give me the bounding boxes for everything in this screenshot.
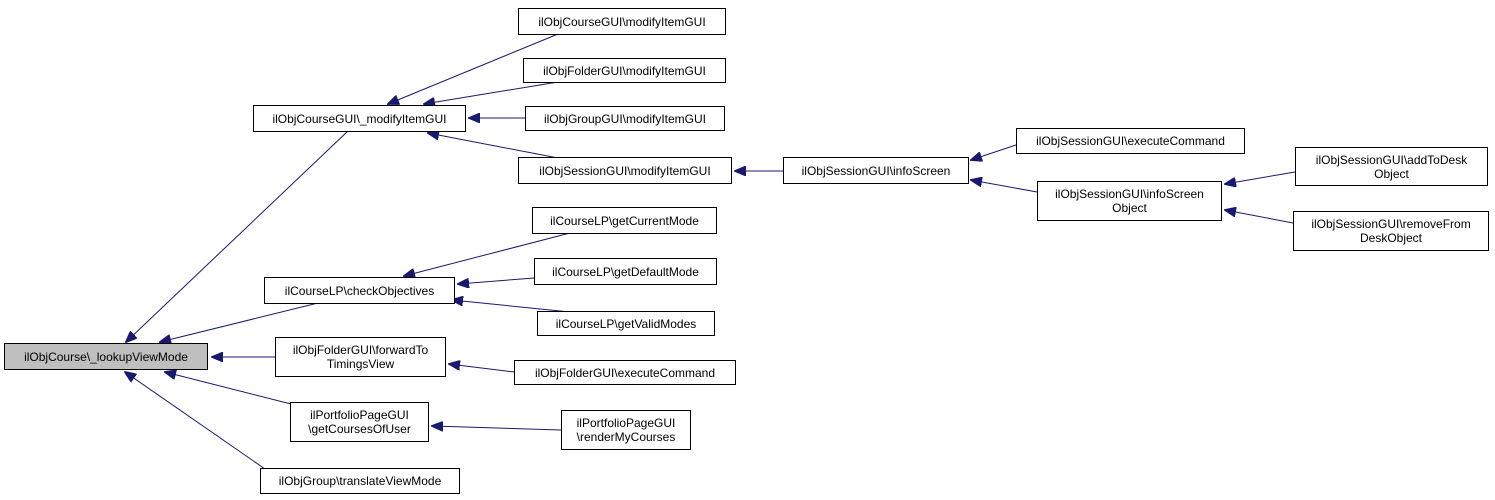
node-label: ilObjGroupGUI\modifyItemGUI	[543, 111, 707, 126]
node-ilportfoliopagegui-getcoursesofuser[interactable]: ilPortfolioPageGUI \getCoursesOfUser	[290, 402, 429, 442]
node-ilcourselp-getvalidmodes[interactable]: ilCourseLP\getValidModes	[537, 311, 715, 336]
node-label: ilCourseLP\checkObjectives	[284, 283, 435, 298]
node-label: ilObjFolderGUI\executeCommand	[534, 365, 716, 380]
edge-n6-to-n1	[388, 33, 559, 104]
edge-n4-to-n0	[165, 372, 296, 406]
node-ilobjsessiongui-removefromdeskobject[interactable]: ilObjSessionGUI\removeFrom DeskObject	[1293, 211, 1489, 251]
node-label: ilPortfolioPageGUI \renderMyCourses	[576, 416, 676, 444]
edge-n19-to-n17	[1225, 210, 1294, 224]
node-ilcourselp-getdefaultmode[interactable]: ilCourseLP\getDefaultMode	[534, 258, 717, 285]
edge-n12-to-n2	[452, 300, 571, 313]
edge-n2-to-n0	[160, 302, 319, 342]
node-ilcourselp-getcurrentmode[interactable]: ilCourseLP\getCurrentMode	[532, 207, 717, 234]
node-ilobjsessiongui-executecommand[interactable]: ilObjSessionGUI\executeCommand	[1016, 128, 1245, 154]
node-label: ilObjSessionGUI\modifyItemGUI	[539, 163, 711, 178]
edge-n13-to-n3	[449, 364, 515, 373]
node-ilobjsessiongui-modifyitemgui[interactable]: ilObjSessionGUI\modifyItemGUI	[518, 157, 732, 184]
node-ilobjfoldergui-modifyitemgui[interactable]: ilObjFolderGUI\modifyItemGUI	[523, 58, 726, 83]
edge-n9-to-n1	[428, 133, 559, 159]
node-label: ilObjCourse\_lookupViewMode	[24, 349, 188, 364]
node-ilobjcourse-lookupviewmode: ilObjCourse\_lookupViewMode	[4, 343, 208, 370]
node-label: ilObjSessionGUI\removeFrom DeskObject	[1311, 217, 1471, 245]
node-label: ilObjGroup\translateViewMode	[278, 474, 442, 488]
edge-n1-to-n0	[126, 130, 349, 342]
node-label: ilCourseLP\getValidModes	[555, 316, 697, 331]
node-ilobjcoursegui-modifyitemgui[interactable]: ilObjCourseGUI\modifyItemGUI	[518, 8, 726, 35]
node-label: ilCourseLP\getCurrentMode	[550, 213, 699, 228]
node-label: ilObjSessionGUI\infoScreen Object	[1055, 187, 1204, 215]
node-ilobjgroupgui-modifyitemgui[interactable]: ilObjGroupGUI\modifyItemGUI	[525, 106, 725, 131]
edge-n11-to-n2	[458, 277, 535, 284]
edge-n14-to-n4	[432, 426, 562, 430]
node-label: ilPortfolioPageGUI \getCoursesOfUser	[308, 408, 411, 436]
node-ilobjfoldergui-forwardtotimingsview[interactable]: ilObjFolderGUI\forwardTo TimingsView	[275, 337, 446, 377]
node-ilobjgroup-translateviewmode[interactable]: ilObjGroup\translateViewMode	[260, 468, 460, 494]
edge-n10-to-n2	[404, 232, 571, 276]
node-label: ilObjFolderGUI\modifyItemGUI	[543, 63, 706, 78]
node-label: ilCourseLP\getDefaultMode	[552, 264, 699, 279]
node-ilobjsessiongui-infoscreen[interactable]: ilObjSessionGUI\infoScreen	[783, 157, 969, 184]
edge-n7-to-n1	[424, 81, 559, 104]
node-ilportfoliopagegui-rendermycourses[interactable]: ilPortfolioPageGUI \renderMyCourses	[561, 410, 691, 450]
node-ilobjfoldergui-executecommand[interactable]: ilObjFolderGUI\executeCommand	[514, 360, 736, 385]
node-ilobjsessiongui-addtodeskobject[interactable]: ilObjSessionGUI\addToDesk Object	[1295, 147, 1488, 186]
node-label: ilObjCourseGUI\modifyItemGUI	[538, 14, 706, 29]
edge-n5-to-n0	[125, 372, 266, 470]
node-label: ilObjSessionGUI\infoScreen	[801, 163, 951, 178]
node-ilcourselp-checkobjectives[interactable]: ilCourseLP\checkObjectives	[264, 277, 455, 304]
edge-n18-to-n17	[1225, 171, 1296, 184]
node-label: ilObjCourseGUI\_modifyItemGUI	[272, 111, 447, 126]
node-ilobjsessiongui-infoscreenobject[interactable]: ilObjSessionGUI\infoScreen Object	[1037, 181, 1222, 221]
edge-n17-to-n15	[971, 180, 1038, 193]
edge-n16-to-n15	[971, 144, 1017, 160]
node-label: ilObjSessionGUI\addToDesk Object	[1315, 152, 1468, 181]
node-ilobjcoursegui-modifyitemgui-static[interactable]: ilObjCourseGUI\_modifyItemGUI	[253, 105, 466, 132]
node-label: ilObjFolderGUI\forwardTo TimingsView	[292, 343, 429, 371]
node-label: ilObjSessionGUI\executeCommand	[1036, 134, 1225, 148]
